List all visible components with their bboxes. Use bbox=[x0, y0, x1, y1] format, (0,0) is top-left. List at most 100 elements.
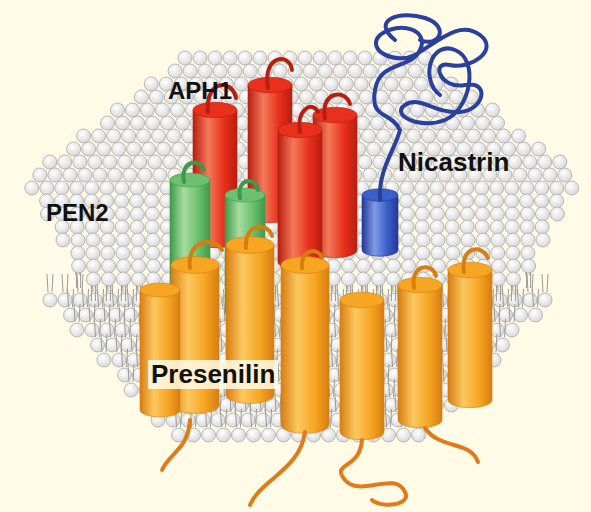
lipid-head bbox=[407, 129, 421, 143]
lipid-head bbox=[550, 207, 564, 221]
lipid-tail bbox=[128, 364, 129, 382]
lipid-tail bbox=[95, 319, 96, 337]
lipid-tail bbox=[395, 285, 396, 301]
lipid-head bbox=[324, 77, 338, 91]
lipid-head bbox=[491, 272, 505, 286]
lipid-head bbox=[415, 194, 429, 208]
lipid-tail bbox=[275, 285, 276, 301]
lipid-head bbox=[328, 51, 342, 65]
lipid-head bbox=[475, 181, 489, 195]
lipid-head bbox=[384, 77, 398, 91]
lipid-head bbox=[146, 246, 160, 260]
lipid-head bbox=[55, 181, 69, 195]
lipid-head bbox=[183, 64, 197, 78]
lipid-head bbox=[538, 155, 552, 169]
lipid-head bbox=[149, 90, 163, 104]
protein-label: Presenilin bbox=[148, 360, 278, 389]
lipid-head bbox=[446, 233, 460, 247]
lipid-tail bbox=[77, 274, 78, 292]
lipid-head bbox=[430, 207, 444, 221]
presenilin-tail bbox=[341, 440, 406, 505]
lipid-head bbox=[86, 246, 100, 260]
lipid-tail bbox=[395, 319, 396, 337]
lipid-tail bbox=[389, 379, 390, 397]
protein-label: Nicastrin bbox=[398, 148, 509, 177]
lipid-tail bbox=[79, 304, 80, 322]
lipid-tail bbox=[47, 274, 48, 292]
lipid-tail bbox=[88, 289, 89, 307]
lipid-head bbox=[506, 272, 520, 286]
lipid-head bbox=[130, 220, 144, 234]
lipid-head bbox=[372, 259, 386, 273]
lipid-tail bbox=[133, 364, 134, 382]
lipid-head bbox=[460, 194, 474, 208]
lipid-head bbox=[124, 383, 138, 397]
lipid-tail bbox=[125, 285, 126, 301]
lipid-head bbox=[108, 168, 122, 182]
lipid-head bbox=[153, 168, 167, 182]
lipid-head bbox=[155, 103, 169, 117]
lipid-tail bbox=[116, 334, 117, 352]
aph1-helix bbox=[313, 107, 357, 122]
lipid-head bbox=[508, 155, 522, 169]
lipid-head bbox=[211, 413, 225, 427]
lipid-tail bbox=[95, 285, 96, 301]
lipid-head bbox=[402, 259, 416, 273]
lipid-head bbox=[529, 308, 543, 322]
lipid-head bbox=[437, 129, 451, 143]
lipid-head bbox=[356, 116, 370, 130]
lipid-head bbox=[397, 428, 411, 442]
lipid-head bbox=[535, 194, 549, 208]
lipid-tail bbox=[83, 289, 84, 307]
lipid-head bbox=[356, 272, 370, 286]
lipid-tail bbox=[136, 285, 137, 301]
lipid-head bbox=[91, 338, 105, 352]
pen2-helix bbox=[170, 173, 210, 187]
lipid-head bbox=[131, 246, 145, 260]
lipid-head bbox=[505, 194, 519, 208]
lipid-head bbox=[64, 308, 78, 322]
lipid-tail bbox=[386, 334, 387, 352]
lipid-head bbox=[70, 323, 84, 337]
lipid-head bbox=[198, 64, 212, 78]
lipid-head bbox=[460, 207, 474, 221]
lipid-head bbox=[262, 428, 276, 442]
lipid-head bbox=[172, 142, 186, 156]
lipid-tail bbox=[223, 289, 224, 307]
lipid-head bbox=[145, 220, 159, 234]
lipid-tail bbox=[221, 334, 222, 352]
lipid-head bbox=[79, 308, 93, 322]
lipid-head bbox=[234, 77, 248, 91]
presenilin-loop bbox=[190, 242, 222, 268]
lipid-head bbox=[387, 259, 401, 273]
lipid-tail bbox=[496, 285, 497, 301]
lipid-head bbox=[313, 51, 327, 65]
lipid-head bbox=[116, 116, 130, 130]
lipid-tail bbox=[523, 289, 524, 307]
lipid-head bbox=[228, 64, 242, 78]
lipid-head bbox=[127, 142, 141, 156]
lipid-tail bbox=[76, 272, 77, 288]
lipid-head bbox=[363, 64, 377, 78]
lipid-tail bbox=[496, 334, 497, 352]
lipid-head bbox=[422, 129, 436, 143]
lipid-head bbox=[507, 259, 521, 273]
lipid-head bbox=[535, 220, 549, 234]
lipid-head bbox=[33, 168, 47, 182]
lipid-head bbox=[40, 181, 54, 195]
lipid-head bbox=[123, 168, 137, 182]
lipid-head bbox=[101, 116, 115, 130]
lipid-tail bbox=[389, 304, 390, 322]
lipid-tail bbox=[74, 304, 75, 322]
lipid-head bbox=[43, 155, 57, 169]
lipid-head bbox=[400, 220, 414, 234]
lipid-head bbox=[137, 129, 151, 143]
lipid-head bbox=[520, 207, 534, 221]
lipid-head bbox=[106, 338, 120, 352]
lipid-head bbox=[460, 220, 474, 234]
lipid-head bbox=[318, 64, 332, 78]
aph1-helix bbox=[193, 102, 237, 117]
lipid-head bbox=[303, 64, 317, 78]
lipid-head bbox=[532, 142, 546, 156]
